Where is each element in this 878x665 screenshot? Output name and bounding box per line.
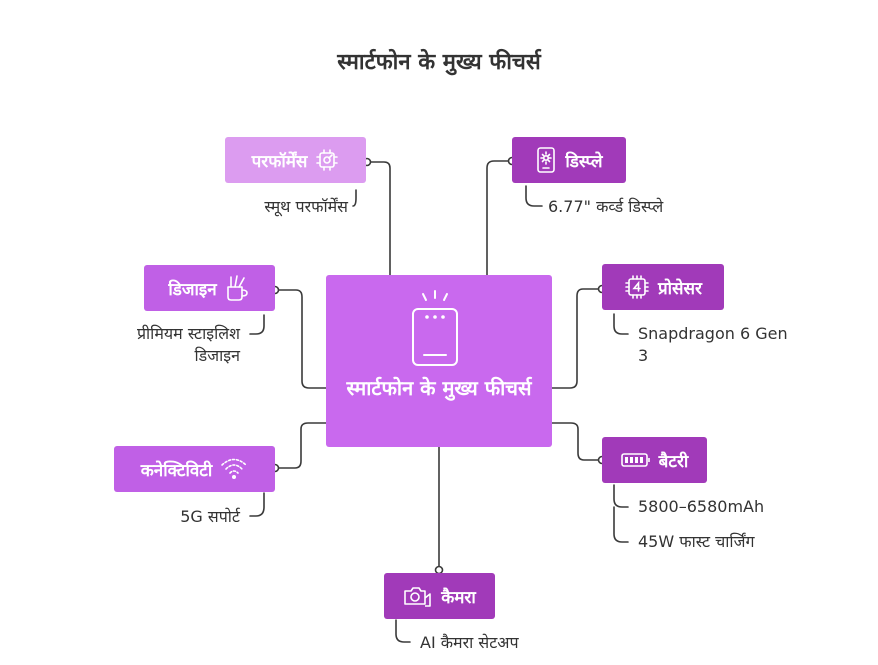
chip-gear-icon [316, 149, 339, 171]
connectivity-label: कनेक्टिविटी [140, 460, 213, 481]
connectivity-detail: 5G सपोर्ट [180, 507, 240, 526]
node-display: डिस्प्ले [512, 137, 626, 183]
battery-icon [620, 453, 650, 467]
camera-detail: AI कैमरा सेटअप [420, 633, 519, 652]
display-detail: 6.77" कर्व्ड डिस्प्ले [548, 197, 664, 216]
node-design: डिजाइन [144, 265, 275, 311]
phone-display-icon [537, 147, 556, 173]
node-battery: बैटरी [602, 437, 707, 483]
pencil-cup-icon [226, 275, 248, 301]
battery-detail-capacity: 5800–6580mAh [638, 497, 765, 516]
node-connectivity: कनेक्टिविटी [114, 446, 275, 492]
performance-detail: स्मूथ परफॉर्मेंस [264, 197, 348, 216]
page-title: स्मार्टफोन के मुख्य फीचर्स [337, 50, 541, 75]
node-performance: परफॉर्मेंस [225, 137, 366, 183]
display-label: डिस्प्ले [565, 151, 603, 172]
performance-label: परफॉर्मेंस [251, 151, 308, 172]
design-detail-line-2: डिजाइन [194, 346, 240, 365]
node-processor: प्रोसेसर [602, 264, 724, 310]
battery-label: बैटरी [658, 451, 689, 472]
camera-label: कैमरा [441, 587, 476, 608]
battery-detail-charging: 45W फास्ट चार्जिंग [638, 532, 755, 551]
design-detail-line-1: प्रीमियम स्टाइलिश [136, 324, 240, 343]
node-camera: कैमरा [384, 573, 495, 619]
processor-label: प्रोसेसर [657, 278, 702, 299]
camera-icon [404, 587, 432, 607]
processor-detail-line-2: 3 [638, 346, 649, 365]
design-detail: प्रीमियम स्टाइलिश डिजाइन [60, 323, 240, 367]
wifi-icon [221, 458, 248, 479]
design-label: डिजाइन [168, 279, 217, 300]
center-label: स्मार्टफोन के मुख्य फीचर्स [346, 376, 532, 400]
center-node: स्मार्टफोन के मुख्य फीचर्स [326, 275, 552, 447]
processor-detail-line-1: Snapdragon 6 Gen [638, 324, 788, 343]
processor-detail: Snapdragon 6 Gen 3 [638, 323, 818, 367]
smartphone-icon [412, 290, 458, 366]
processor-chip-icon [625, 275, 649, 299]
